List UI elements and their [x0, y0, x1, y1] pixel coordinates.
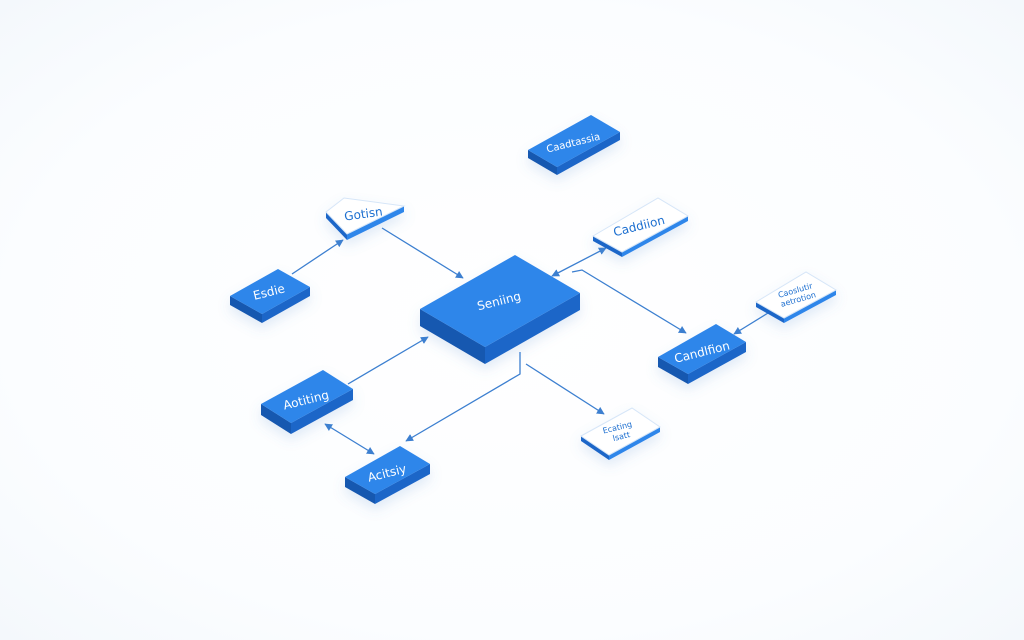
node-top-left-card-label: Gotisn [343, 204, 383, 223]
connector-center-to-acitsiy [405, 352, 521, 442]
node-bottom-right-card[interactable]: Ecating lsatt [580, 407, 661, 460]
connector-aotiting-to-acitsiy [324, 423, 375, 455]
node-bottom-left-lower[interactable]: Acitsiy [345, 446, 430, 504]
connectors [291, 227, 769, 455]
connector-gotisn-to-center [381, 227, 464, 279]
connector-center-to-ecating [525, 363, 605, 415]
node-top-right[interactable]: Caadtassia [528, 115, 620, 175]
connector-caoslutir-to-candlfion [733, 312, 769, 335]
node-far-right-card[interactable]: Caoslutir aetrotion [755, 271, 838, 323]
node-left[interactable]: Esdie [230, 269, 310, 323]
node-right-lower[interactable]: Candlfion [658, 324, 746, 384]
node-center[interactable]: Seniing [420, 255, 580, 364]
connector-left-to-gotisn [291, 239, 344, 275]
node-bottom-right-card-label-line2: lsatt [612, 430, 631, 443]
connector-center-to-caddiion [551, 247, 607, 277]
node-top-left-card[interactable]: Gotisn [325, 197, 406, 240]
connector-aotiting-to-center [347, 336, 429, 385]
node-right-card[interactable]: Caddiion [591, 197, 690, 257]
node-bottom-left[interactable]: Aotiting [261, 370, 353, 434]
connector-center-to-candlfion [571, 269, 687, 334]
